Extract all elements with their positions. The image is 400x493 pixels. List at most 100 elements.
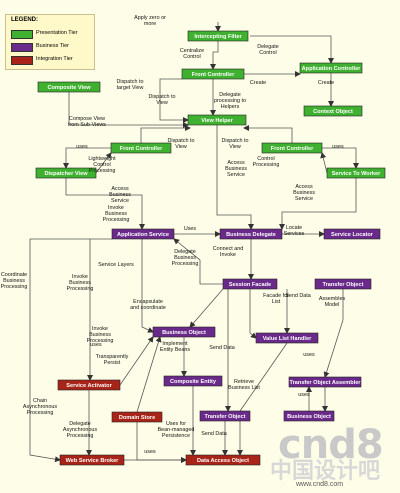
edge-label-uses-6: uses xyxy=(298,392,310,398)
connector-28 xyxy=(119,336,154,386)
svg-text:Business Delegate: Business Delegate xyxy=(226,232,276,238)
connector-11 xyxy=(322,147,359,169)
watermark-logo: cnd8 xyxy=(278,422,384,468)
svg-text:Front Controller: Front Controller xyxy=(271,146,314,152)
legend-label-business: Business Tier xyxy=(36,43,70,49)
svg-text:Intercepting Filter: Intercepting Filter xyxy=(194,34,242,40)
legend-title: LEGEND: xyxy=(11,17,38,23)
edge-label-uses-1: uses xyxy=(76,144,88,150)
svg-text:Web Service Broker: Web Service Broker xyxy=(66,458,120,464)
connector-32 xyxy=(136,336,162,413)
node-composite-entity: Composite Entity xyxy=(163,375,223,387)
node-front-controller-right: Front Controller xyxy=(261,142,323,154)
legend-swatch-integration xyxy=(11,56,33,65)
svg-text:Service To Worker: Service To Worker xyxy=(332,171,381,177)
svg-text:Domain Store: Domain Store xyxy=(119,415,155,421)
node-front-controller-left: Front Controller xyxy=(110,142,172,154)
svg-text:Business Object: Business Object xyxy=(162,330,206,336)
svg-text:Application Controller: Application Controller xyxy=(302,66,362,72)
connector-14 xyxy=(279,178,357,230)
connector-20 xyxy=(173,238,223,285)
node-context-object: Context Object xyxy=(303,105,363,117)
watermark-subtitle: 中国设计吧 xyxy=(270,458,381,483)
svg-text:Business Object: Business Object xyxy=(287,414,331,420)
connector-9 xyxy=(243,125,293,143)
svg-text:Front Controller: Front Controller xyxy=(120,146,163,152)
svg-text:Service Locator: Service Locator xyxy=(331,232,374,238)
connector-15 xyxy=(95,152,112,174)
edge-label-uses-5: uses xyxy=(303,352,315,358)
edge-label-send-data-2: Send Data xyxy=(209,345,234,351)
node-composite-view: Composite View xyxy=(37,81,101,93)
node-data-access-object: Data Access Object xyxy=(185,454,261,466)
edge-label-send-data-1: Send Data xyxy=(285,293,310,299)
edge-label-create-1: Create xyxy=(250,80,266,86)
connector-8 xyxy=(140,125,191,143)
node-session-facade: Session Facade xyxy=(222,278,278,290)
node-dispatcher-view: Dispatcher View xyxy=(35,167,97,179)
node-service-locator: Service Locator xyxy=(323,228,381,240)
connector-10 xyxy=(63,147,111,169)
connector-12 xyxy=(216,125,254,230)
svg-text:Composite Entity: Composite Entity xyxy=(170,379,217,385)
connector-13 xyxy=(65,178,145,230)
svg-text:Dispatcher View: Dispatcher View xyxy=(44,171,88,177)
legend: LEGEND: Presentation Tier Business Tier … xyxy=(5,14,95,70)
node-service-to-worker: Service To Worker xyxy=(326,167,386,179)
svg-text:Front Controller: Front Controller xyxy=(192,72,235,78)
node-intercepting-filter: Intercepting Filter xyxy=(187,30,249,42)
edge-label-uses-7: uses xyxy=(144,449,156,455)
node-transfer-object-top: Transfer Object xyxy=(314,278,372,290)
edge-label-uses-2: uses xyxy=(332,144,344,150)
edge-label-send-data-3: Send Data xyxy=(201,431,226,437)
connector-25 xyxy=(323,289,344,378)
legend-swatch-business xyxy=(11,43,33,52)
node-business-object-mid: Business Object xyxy=(152,326,216,338)
connector-1 xyxy=(210,41,219,70)
svg-text:Service Activator: Service Activator xyxy=(66,383,112,389)
node-view-helper: View Helper xyxy=(187,114,247,126)
node-service-activator: Service Activator xyxy=(57,379,121,391)
node-value-list-handler: Value List Handler xyxy=(255,332,319,344)
svg-text:Transfer Object Assembler: Transfer Object Assembler xyxy=(290,380,362,386)
svg-text:Value List Handler: Value List Handler xyxy=(263,336,312,342)
connector-7 xyxy=(68,92,189,128)
svg-text:Context Object: Context Object xyxy=(313,109,353,115)
legend-swatch-presentation xyxy=(11,30,33,39)
node-web-service-broker: Web Service Broker xyxy=(59,454,125,466)
node-transfer-object-bottom: Transfer Object xyxy=(199,410,251,422)
legend-label-integration: Integration Tier xyxy=(36,56,73,62)
node-front-controller-top: Front Controller xyxy=(181,68,245,80)
connector-22 xyxy=(189,288,224,328)
connector-6 xyxy=(159,78,189,123)
edge-label-service-layers: Service Layers xyxy=(98,262,134,268)
edge-label-uses-3: Uses xyxy=(184,226,197,232)
svg-text:Session Facade: Session Facade xyxy=(229,282,271,288)
